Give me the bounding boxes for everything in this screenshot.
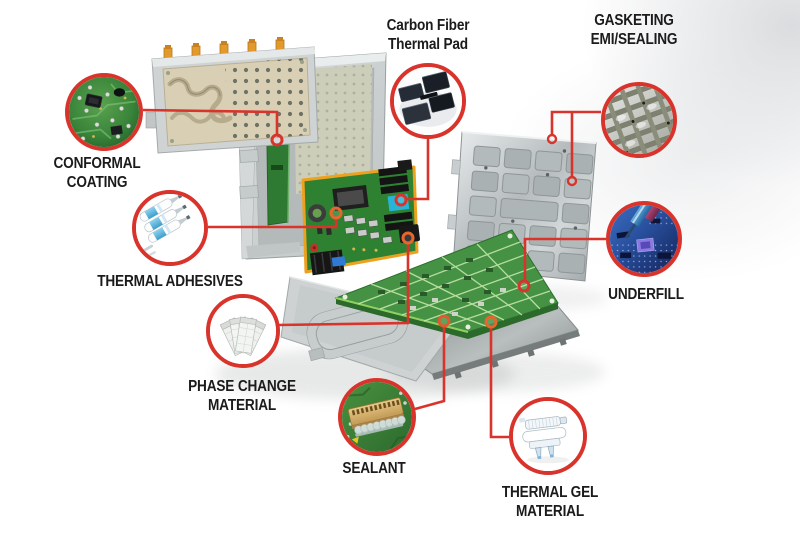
callout-label-underfill: UNDERFILL: [608, 286, 684, 303]
adhesive-tubes-icon: [136, 194, 204, 262]
callout-label-sealant: SEALANT: [342, 460, 406, 477]
pcb-macro-icon: [69, 77, 139, 147]
sealant-bead-icon: [342, 382, 412, 452]
conformal-coating-photo: [65, 73, 143, 151]
filter-hole-grid: [225, 58, 310, 141]
callout-label-thermal-adhesives: THERMAL ADHESIVES: [97, 273, 243, 290]
phase-change-material-photo: [206, 294, 280, 368]
main-control-board: [301, 159, 421, 276]
gel-cartridge-icon: [513, 401, 583, 471]
underfill-photo: [606, 201, 682, 277]
sealant-photo: [338, 378, 416, 456]
board-grid-lines: [357, 241, 551, 327]
carbon-fiber-thermal-pad-photo: [390, 63, 466, 139]
thermal-gel-material-photo: [509, 397, 587, 475]
gasketing-emi-sealing-photo: [601, 82, 677, 158]
thermal-adhesives-photo: [132, 190, 208, 266]
carbon-pads-icon: [394, 67, 462, 135]
gasket-channels-icon: [605, 86, 673, 154]
underfill-dispense-icon: [610, 205, 678, 273]
antenna-filter-module: [145, 37, 319, 154]
phase-change-sheets-icon: [210, 298, 276, 364]
